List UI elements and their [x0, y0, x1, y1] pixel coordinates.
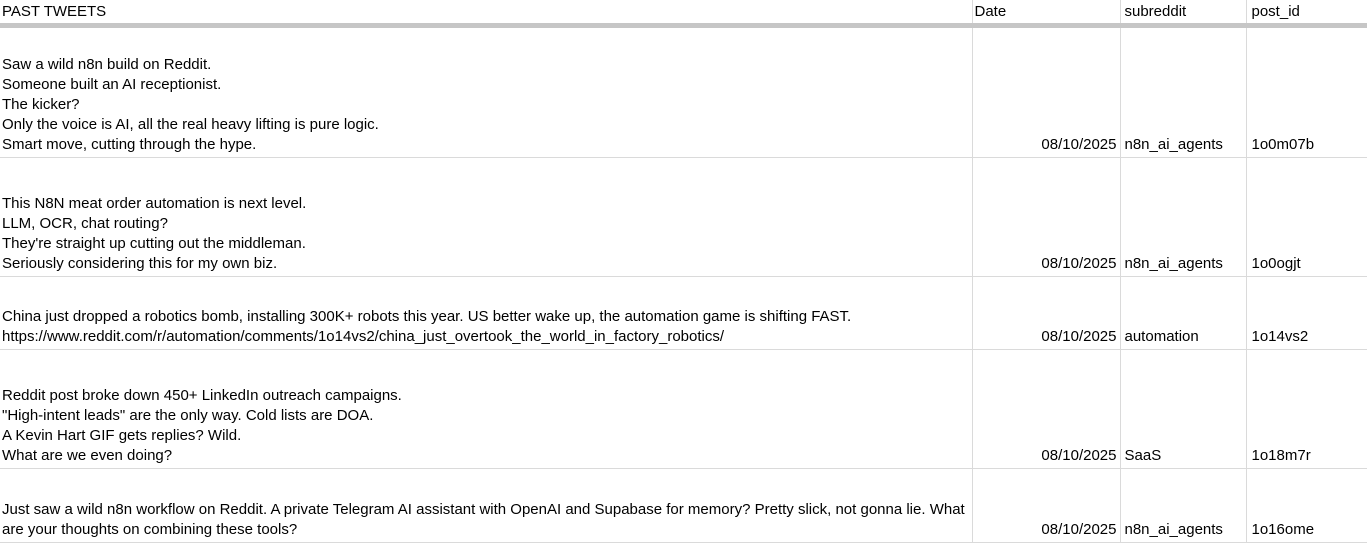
subreddit-cell[interactable]: n8n_ai_agents	[1120, 25, 1247, 158]
date-cell[interactable]: 08/10/2025	[972, 157, 1121, 277]
tweet-cell[interactable]: Saw a wild n8n build on Reddit. Someone …	[0, 25, 973, 158]
post-id-cell[interactable]: 1o0m07b	[1246, 25, 1367, 158]
spreadsheet-grid: PAST TWEETS Date subreddit post_id Saw a…	[0, 0, 1367, 543]
tweet-cell[interactable]: Just saw a wild n8n workflow on Reddit. …	[0, 468, 973, 543]
date-cell[interactable]: 08/10/2025	[972, 276, 1121, 350]
tweet-cell[interactable]: China just dropped a robotics bomb, inst…	[0, 276, 973, 350]
date-cell[interactable]: 08/10/2025	[972, 468, 1121, 543]
table-row: Just saw a wild n8n workflow on Reddit. …	[0, 468, 1367, 543]
header-post-id[interactable]: post_id	[1246, 0, 1367, 28]
table-row: China just dropped a robotics bomb, inst…	[0, 276, 1367, 350]
table-row: Reddit post broke down 450+ LinkedIn out…	[0, 349, 1367, 469]
post-id-cell[interactable]: 1o14vs2	[1246, 276, 1367, 350]
tweet-cell[interactable]: This N8N meat order automation is next l…	[0, 157, 973, 277]
post-id-cell[interactable]: 1o0ogjt	[1246, 157, 1367, 277]
header-date[interactable]: Date	[972, 0, 1121, 28]
date-cell[interactable]: 08/10/2025	[972, 25, 1121, 158]
post-id-cell[interactable]: 1o18m7r	[1246, 349, 1367, 469]
table-row: Saw a wild n8n build on Reddit. Someone …	[0, 25, 1367, 158]
subreddit-cell[interactable]: n8n_ai_agents	[1120, 468, 1247, 543]
tweet-cell[interactable]: Reddit post broke down 450+ LinkedIn out…	[0, 349, 973, 469]
subreddit-cell[interactable]: n8n_ai_agents	[1120, 157, 1247, 277]
header-past-tweets[interactable]: PAST TWEETS	[0, 0, 973, 28]
header-row: PAST TWEETS Date subreddit post_id	[0, 0, 1367, 28]
date-cell[interactable]: 08/10/2025	[972, 349, 1121, 469]
subreddit-cell[interactable]: SaaS	[1120, 349, 1247, 469]
header-subreddit[interactable]: subreddit	[1120, 0, 1247, 28]
subreddit-cell[interactable]: automation	[1120, 276, 1247, 350]
post-id-cell[interactable]: 1o16ome	[1246, 468, 1367, 543]
table-row: This N8N meat order automation is next l…	[0, 157, 1367, 277]
